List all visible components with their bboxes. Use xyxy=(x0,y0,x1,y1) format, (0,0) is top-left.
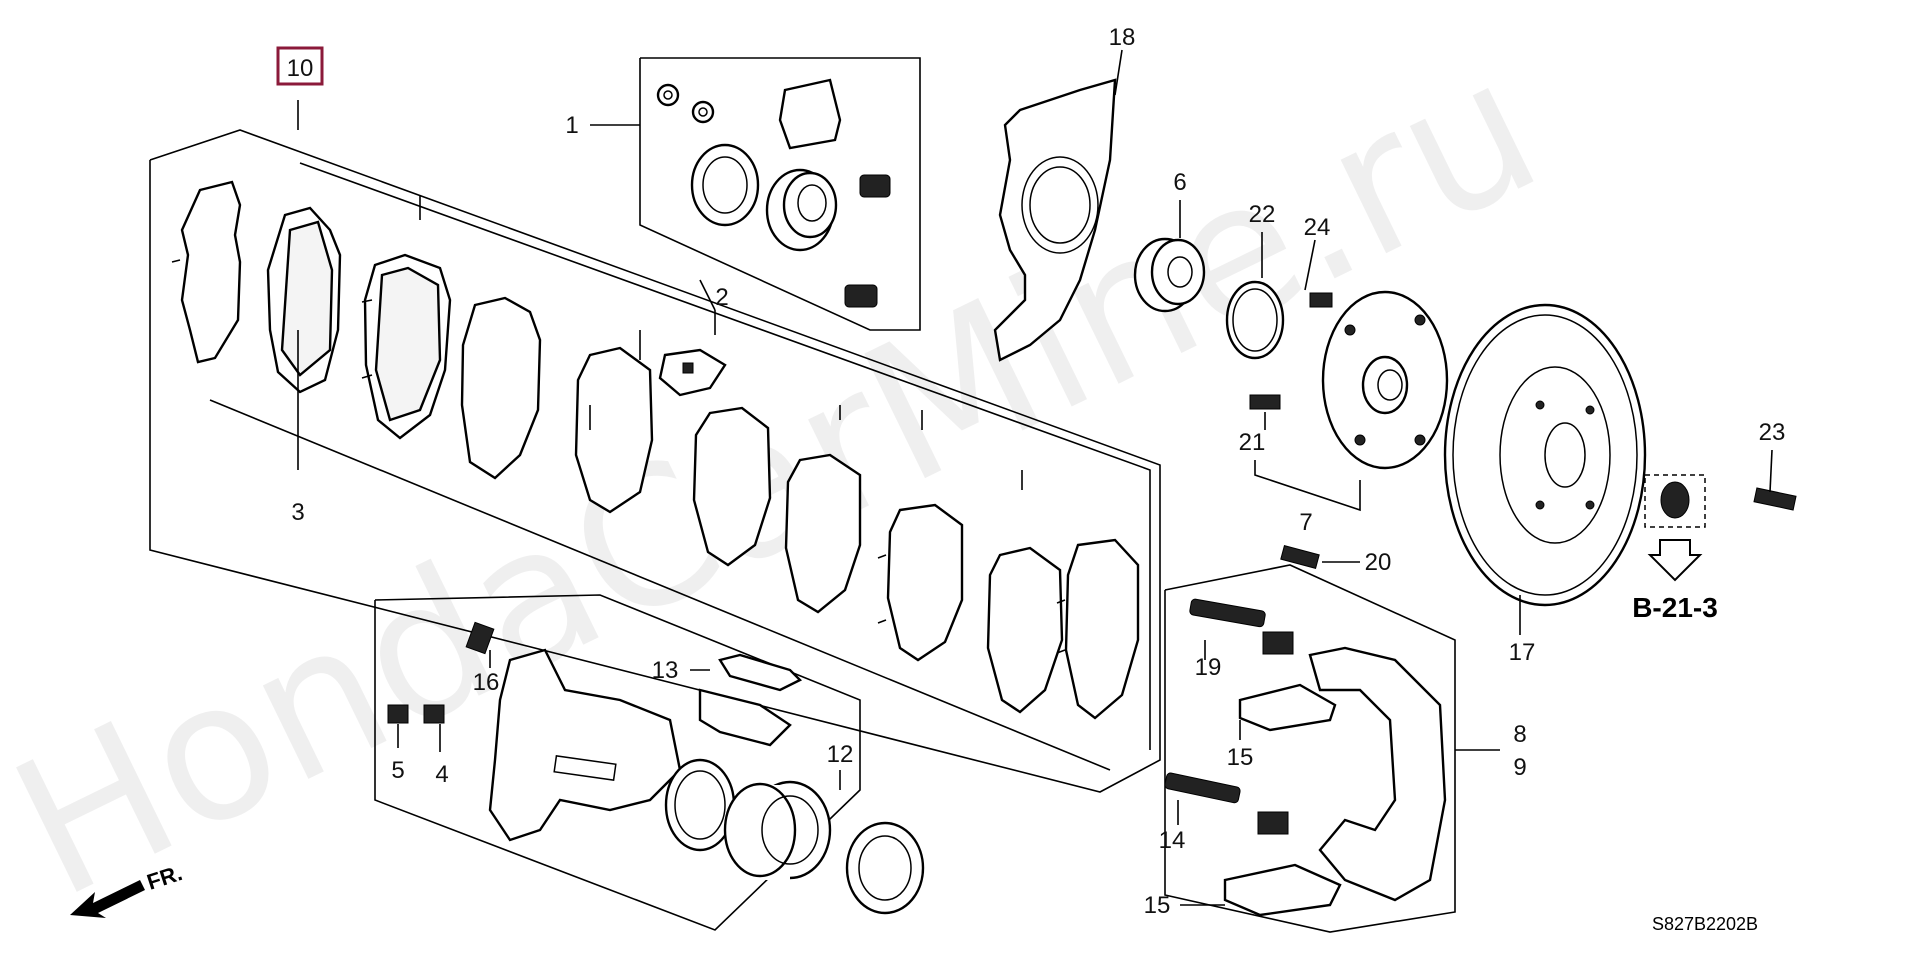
callout-3[interactable]: 3 xyxy=(291,499,304,526)
callout-21[interactable]: 21 xyxy=(1239,429,1266,456)
front-direction-arrow-icon xyxy=(70,880,145,918)
callout-15-upper[interactable]: 15 xyxy=(1227,744,1254,771)
callout-10[interactable]: 10 xyxy=(287,55,314,82)
snap-ring xyxy=(1225,232,1285,360)
dust-shield xyxy=(993,49,1123,362)
callout-7[interactable]: 7 xyxy=(1299,509,1312,536)
callout-4[interactable]: 4 xyxy=(435,761,448,788)
callout-1[interactable]: 1 xyxy=(565,112,578,139)
callout-23[interactable]: 23 xyxy=(1759,419,1786,446)
callout-17[interactable]: 17 xyxy=(1509,639,1536,666)
caliper-bracket-group xyxy=(1164,564,1500,933)
callout-16[interactable]: 16 xyxy=(473,669,500,696)
caliper-body-group xyxy=(374,594,925,931)
callout-24[interactable]: 24 xyxy=(1304,214,1331,241)
callout-9[interactable]: 9 xyxy=(1513,754,1526,781)
callout-8[interactable]: 8 xyxy=(1513,721,1526,748)
front-hub xyxy=(1249,239,1449,512)
selected-callout-box[interactable] xyxy=(276,46,324,86)
brake-disc xyxy=(1443,303,1647,635)
seal-kit-group xyxy=(590,57,921,331)
pad-set-group xyxy=(149,100,1161,793)
callout-20[interactable]: 20 xyxy=(1365,549,1392,576)
callout-18[interactable]: 18 xyxy=(1109,24,1136,51)
callout-6[interactable]: 6 xyxy=(1173,169,1186,196)
bolt-20 xyxy=(1280,544,1360,570)
callout-14[interactable]: 14 xyxy=(1159,827,1186,854)
hub-bearing xyxy=(1133,200,1206,313)
callout-15-lower[interactable]: 15 xyxy=(1144,892,1171,919)
callout-2[interactable]: 2 xyxy=(715,284,728,311)
callout-22[interactable]: 22 xyxy=(1249,201,1276,228)
wheel-nut-reference xyxy=(1644,449,1797,582)
callout-12[interactable]: 12 xyxy=(827,741,854,768)
callout-5[interactable]: 5 xyxy=(391,757,404,784)
callout-19[interactable]: 19 xyxy=(1195,654,1222,681)
diagram-code: S827B2202B xyxy=(1652,914,1758,934)
leaders-2-3 xyxy=(297,195,1023,490)
brake-pad-shims-left xyxy=(171,180,1140,720)
callout-13[interactable]: 13 xyxy=(652,657,679,684)
reference-link[interactable]: B-21-3 xyxy=(1632,592,1718,623)
